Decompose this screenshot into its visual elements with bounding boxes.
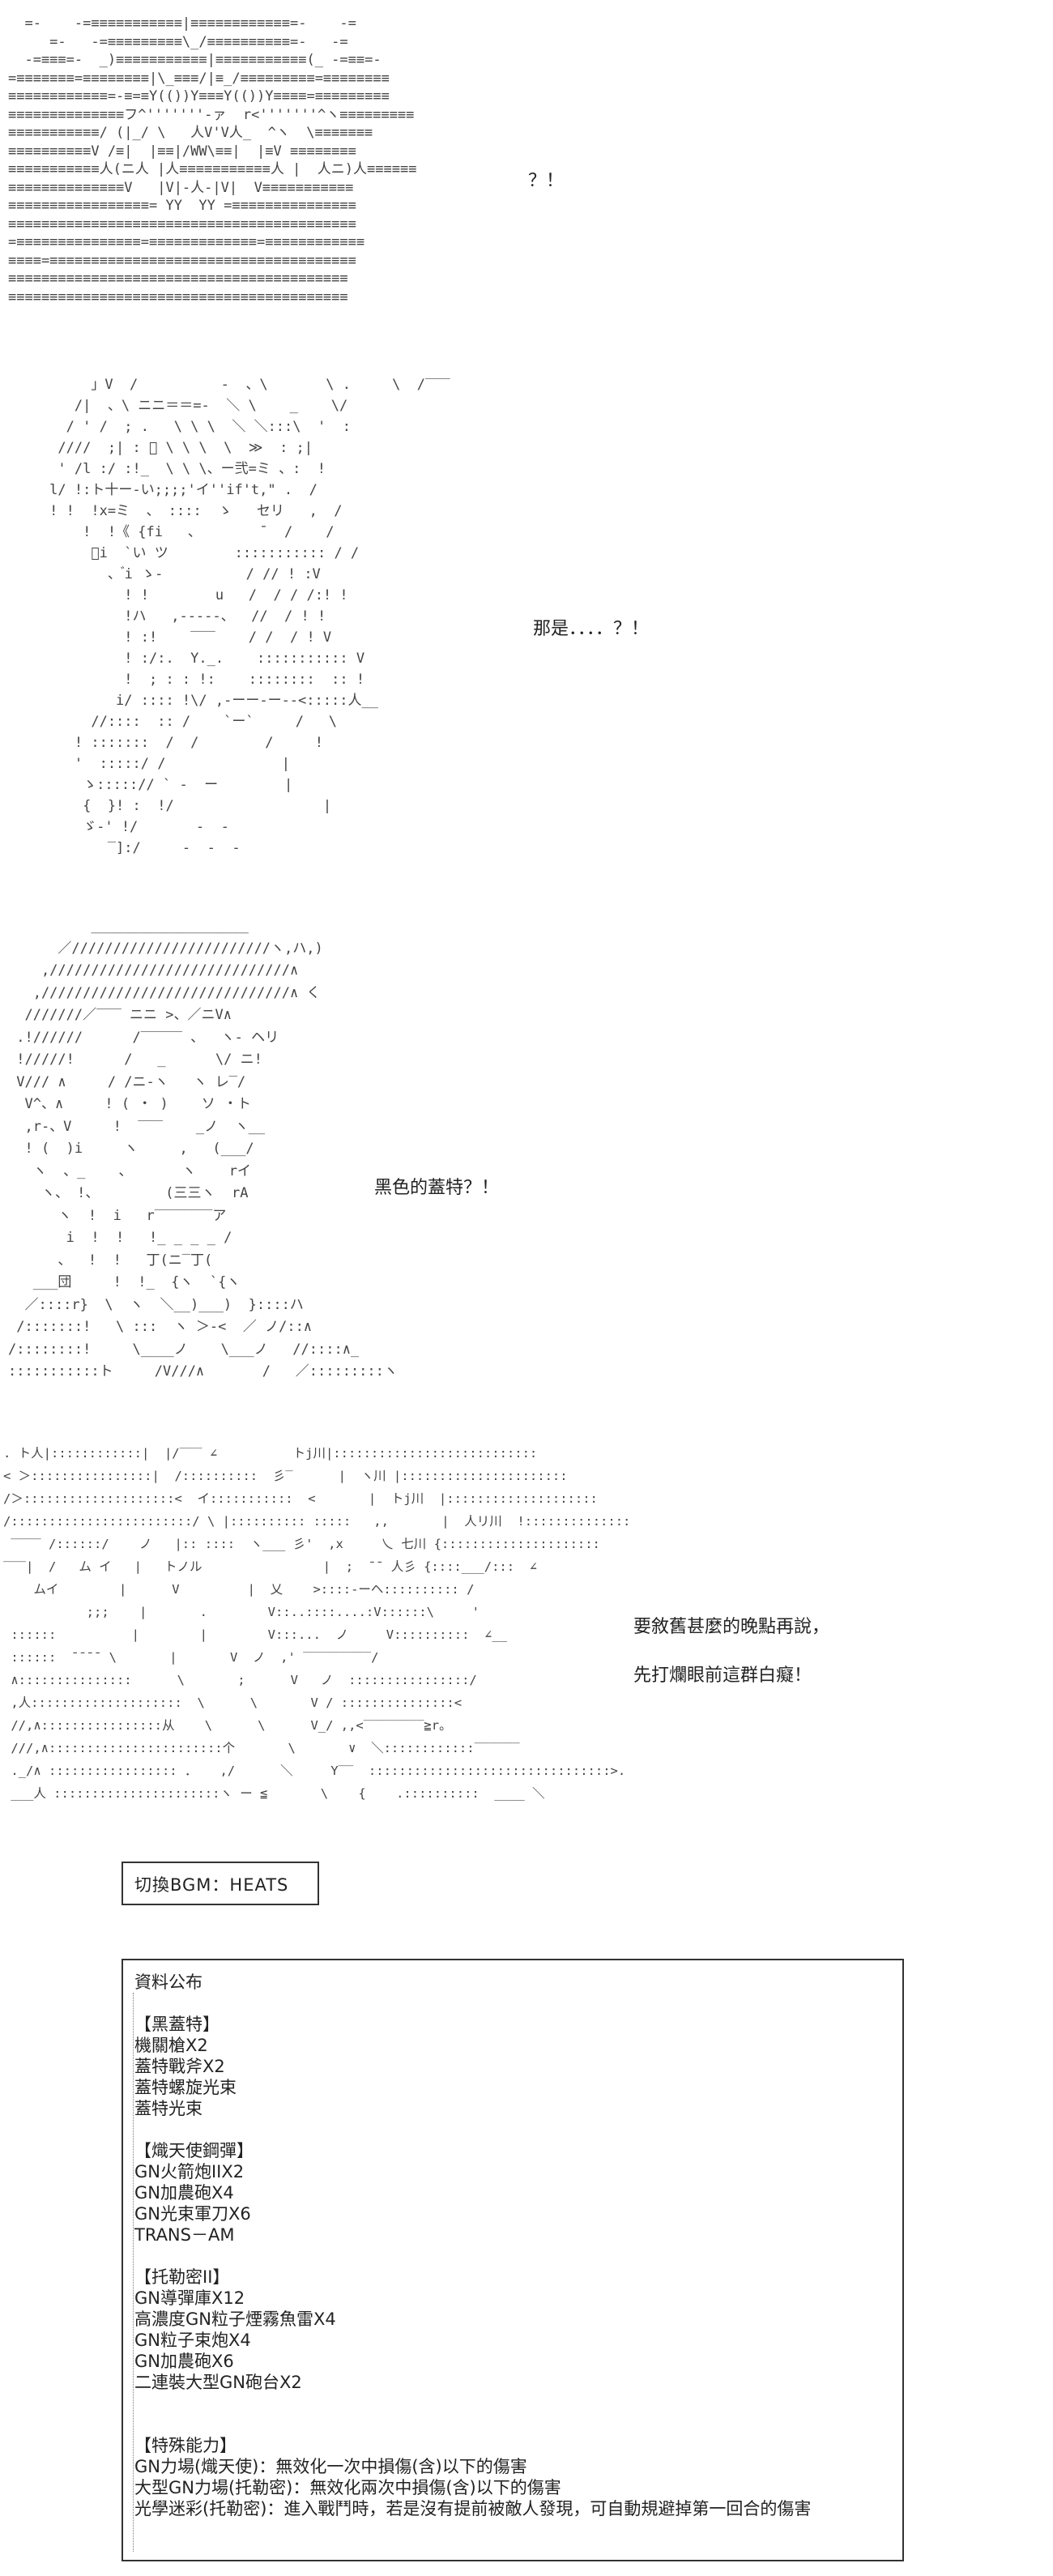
group-special-abilities: 【特殊能力】 GN力場(熾天使)：無效化一次中損傷(含)以下的傷害 大型GN力場… (134, 2435, 811, 2519)
ascii-art-black-getter: ___________________ ／///////////////////… (8, 918, 398, 1380)
group-heading: 【黑蓋特】 (134, 2015, 220, 2034)
ascii-art-character: 」V / - 、\ \ . \ /‾‾‾ /| 、\ ニニ＝＝=- ＼ \ _ … (49, 377, 450, 856)
dialogue-text-4b: 先打爛眼前這群白癡！ (633, 1665, 812, 1686)
ascii-art-panel-3: ___________________ ／///////////////////… (8, 915, 398, 1384)
dialogue-text-3: 黑色的蓋特？！ (374, 1178, 500, 1198)
list-item: 高濃度GN粒子煙霧魚雷X4 (134, 2309, 336, 2329)
group-seraphim-gundam: 【熾天使鋼彈】 GN火箭炮IIX2 GN加農砲X4 GN光束軍刀X6 TRANS… (134, 2140, 811, 2245)
ascii-art-eyes: =- -=≡≡≡≡≡≡≡≡≡≡≡|≡≡≡≡≡≡≡≡≡≡≡≡=- -= =- -=… (8, 15, 417, 305)
dialogue-text-2: 那是．．．．？！ (533, 619, 650, 639)
list-item: 機關槍X2 (134, 2036, 208, 2055)
list-item: 二連裝大型GN砲台X2 (134, 2373, 302, 2392)
group-ptolemy-ii: 【托勒密II】 GN導彈庫X12 高濃度GN粒子煙霧魚雷X4 GN粒子束炮X4 … (134, 2267, 811, 2393)
data-disclosure-content: 資料公布 【黑蓋特】 機關槍X2 蓋特戰斧X2 蓋特螺旋光束 蓋特光束 【熾天使… (134, 1972, 811, 2519)
list-item: GN力場(熾天使)：無效化一次中損傷(含)以下的傷害 (134, 2457, 527, 2476)
group-heading: 【托勒密II】 (134, 2267, 230, 2287)
ascii-art-action: . ト人|::::::::::::| |/‾‾‾ ∠ トj川|:::::::::… (3, 1446, 631, 1801)
dialogue-text-4a: 要敘舊甚麼的晚點再說， (633, 1617, 830, 1637)
dialogue-text-1: ？！ (528, 171, 565, 191)
list-item: 蓋特螺旋光束 (134, 2078, 237, 2097)
list-item: GN光束軍刀X6 (134, 2204, 251, 2224)
list-item: 蓋特光束 (134, 2099, 202, 2118)
group-heading: 【特殊能力】 (134, 2436, 237, 2455)
list-item: 蓋特戰斧X2 (134, 2057, 225, 2076)
list-item: GN加農砲X6 (134, 2352, 234, 2371)
ascii-art-panel-2: 」V / - 、\ \ . \ /‾‾‾ /| 、\ ニニ＝＝=- ＼ \ _ … (8, 374, 450, 859)
list-item: GN粒子束炮X4 (134, 2331, 251, 2350)
list-item: GN導彈庫X12 (134, 2288, 245, 2308)
group-heading: 【熾天使鋼彈】 (134, 2141, 254, 2160)
data-disclosure-box: 資料公布 【黑蓋特】 機關槍X2 蓋特戰斧X2 蓋特螺旋光束 蓋特光束 【熾天使… (122, 1959, 904, 2561)
ascii-art-panel-1: =- -=≡≡≡≡≡≡≡≡≡≡≡|≡≡≡≡≡≡≡≡≡≡≡≡=- -= =- -=… (8, 15, 416, 306)
list-item: 大型GN力場(托勒密)：無效化兩次中損傷(含)以下的傷害 (134, 2478, 561, 2497)
data-disclosure-title: 資料公布 (134, 1973, 202, 1992)
list-item: GN火箭炮IIX2 (134, 2162, 245, 2181)
ascii-art-panel-4: . ト人|::::::::::::| |/‾‾‾ ∠ トj川|:::::::::… (3, 1442, 630, 1805)
bgm-switch-box: 切換BGM：HEATS (122, 1862, 319, 1905)
group-black-getter: 【黑蓋特】 機關槍X2 蓋特戰斧X2 蓋特螺旋光束 蓋特光束 (134, 2014, 811, 2119)
list-item: GN加農砲X4 (134, 2183, 234, 2203)
bgm-switch-text: 切換BGM：HEATS (134, 1875, 289, 1895)
margin-dotted-line (133, 1993, 134, 2552)
list-item: 光學迷彩(托勒密)：進入戰鬥時，若是沒有提前被敵人發現，可自動規避掉第一回合的傷… (134, 2499, 812, 2518)
list-item: TRANS－AM (134, 2225, 235, 2245)
